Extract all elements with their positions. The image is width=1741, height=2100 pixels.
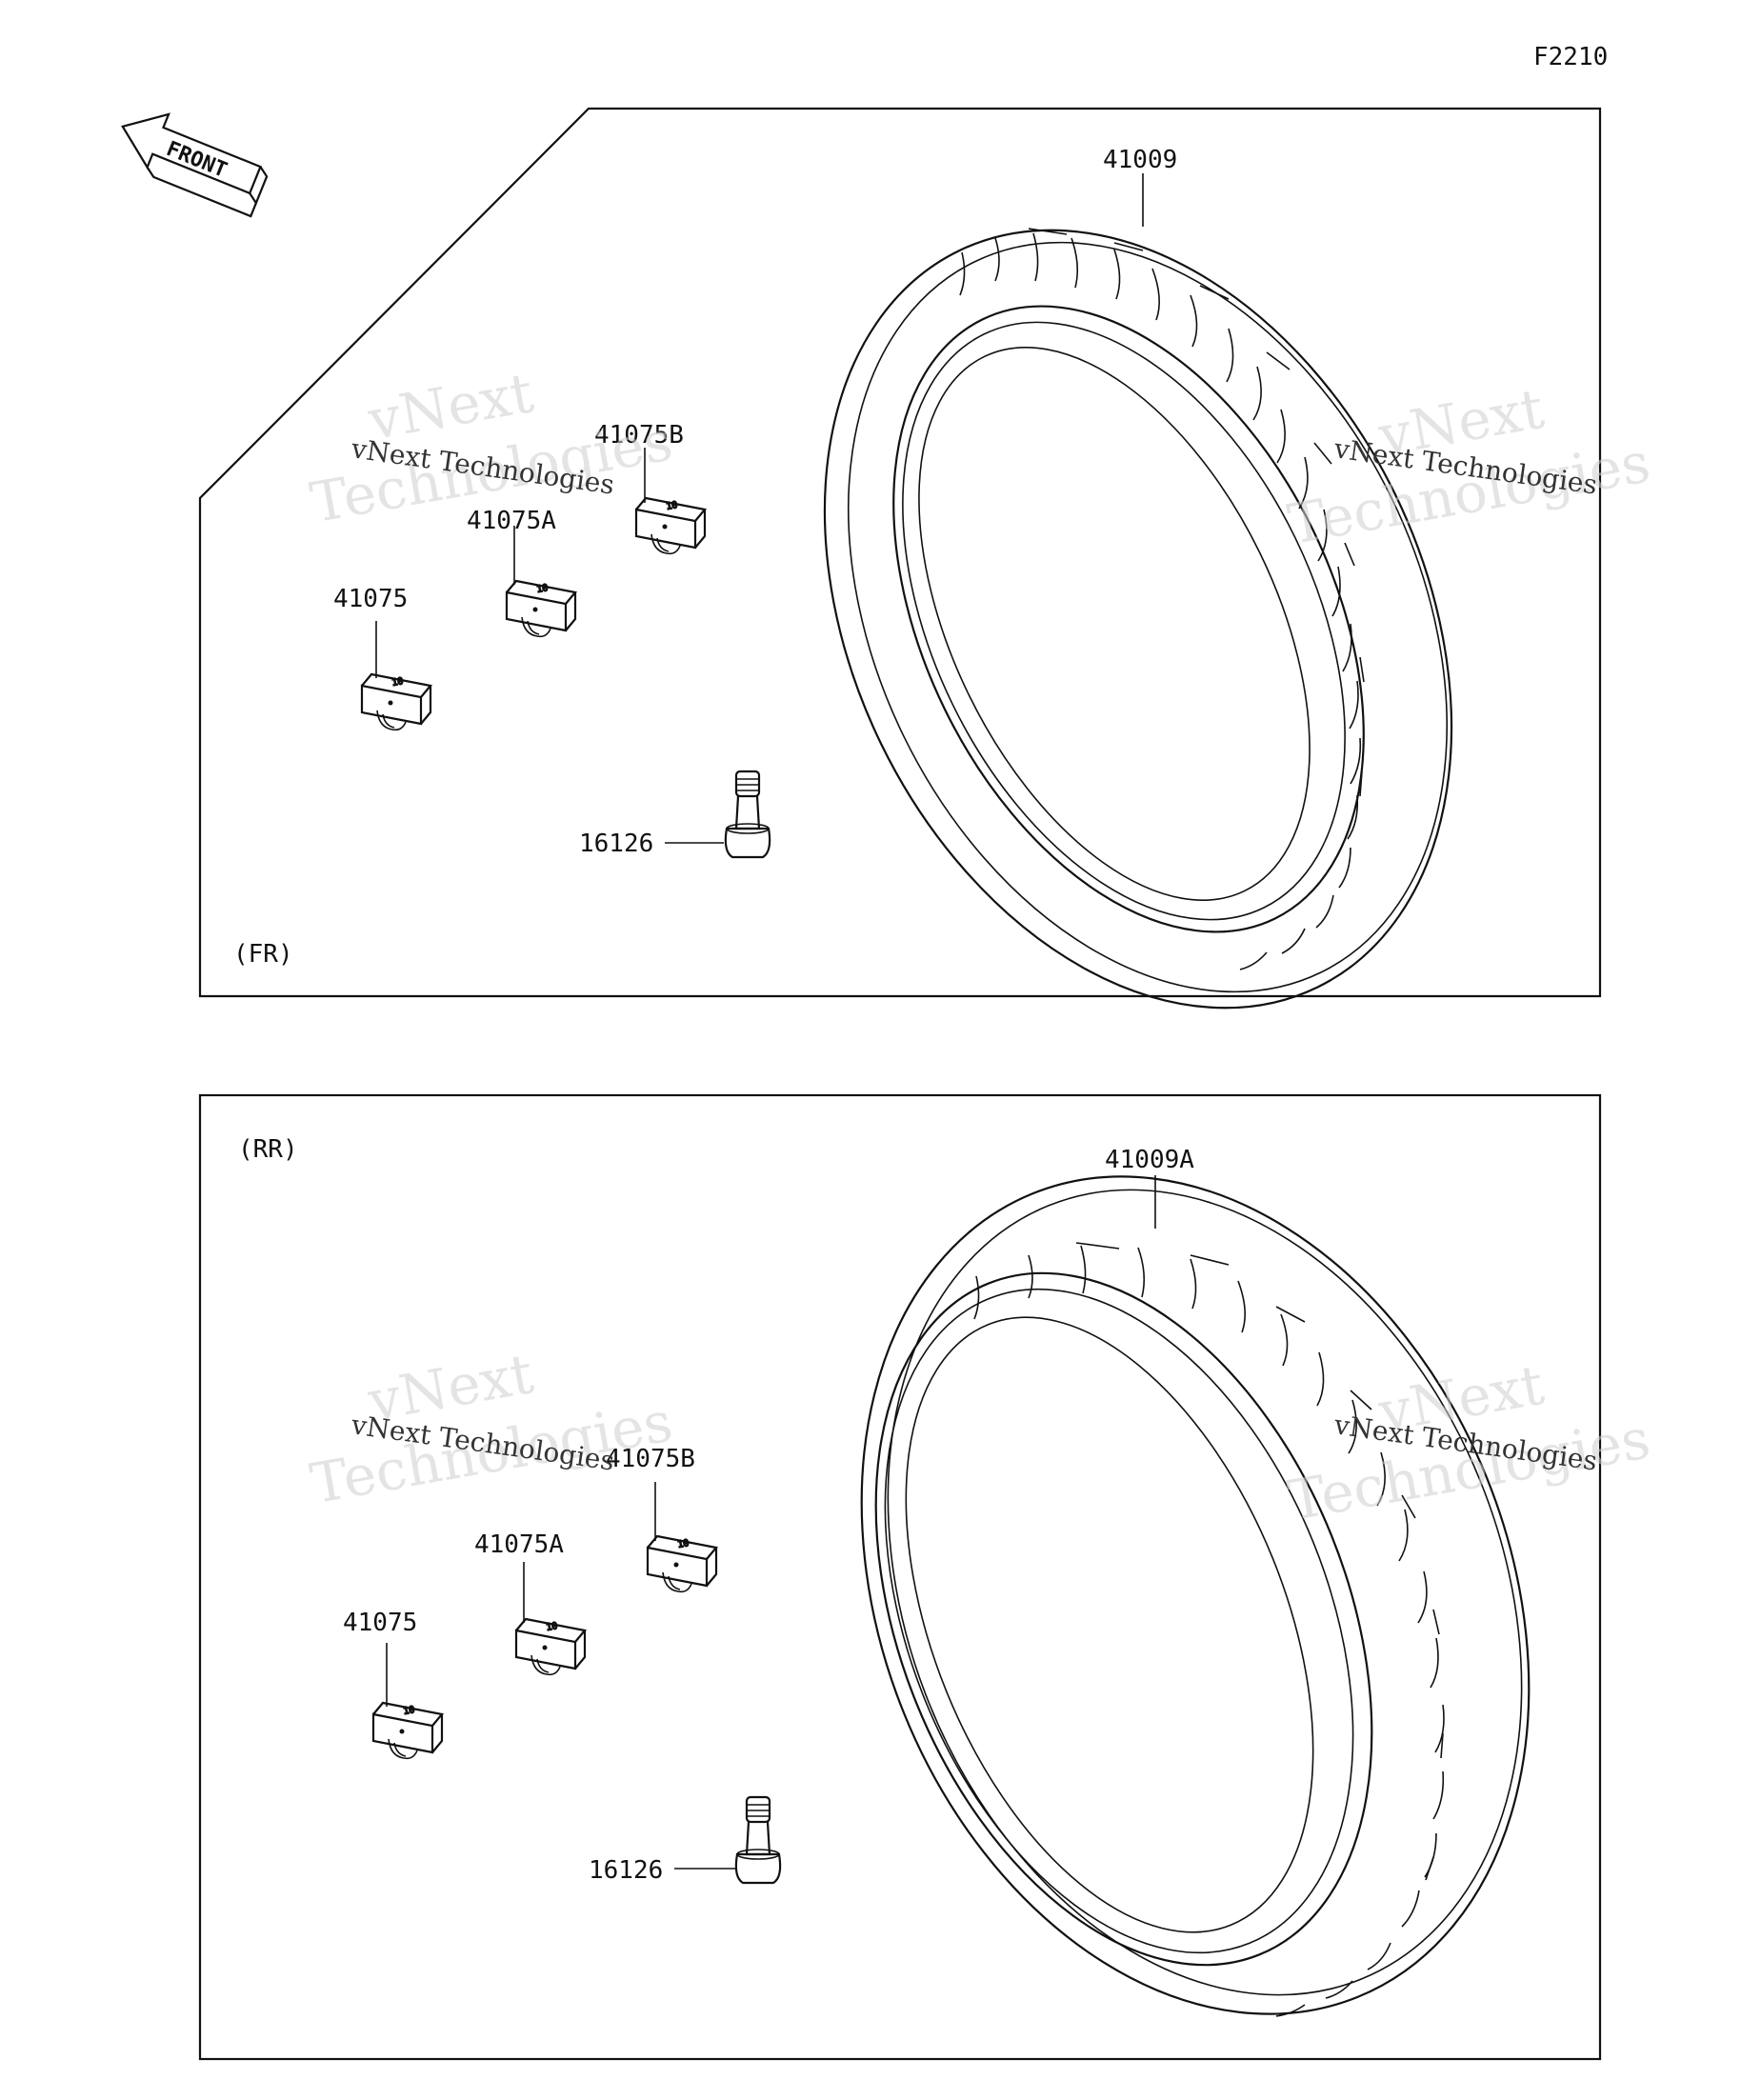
rear-weight-41075a-label: 41075A — [474, 1530, 564, 1559]
front-arrow-icon: FRONT — [121, 112, 269, 218]
rear-panel-border — [198, 1093, 1602, 2061]
rear-panel: 41009A 41075 41075A 41075B 16126 (RR) — [198, 1093, 1602, 2061]
rear-weight-41075b-label: 41075B — [606, 1445, 695, 1473]
watermark-rear-left: vNext Technologies — [306, 1341, 677, 1516]
front-arrow-label: FRONT — [163, 137, 230, 183]
rear-tire-label: 41009A — [1105, 1146, 1194, 1174]
front-tire-label: 41009 — [1103, 146, 1177, 174]
front-panel-border — [198, 107, 1602, 998]
figure-code: F2210 — [1533, 43, 1608, 71]
rear-valve: 16126 — [589, 1795, 782, 1885]
front-panel: 41009 41075 41075A 41075B 16126 (FR) — [198, 107, 1602, 1010]
front-weight-41075b: 41075B — [594, 421, 707, 555]
rear-section-label: (RR) — [238, 1135, 298, 1164]
rear-weight-41075a: 41075A — [474, 1530, 587, 1676]
front-section-label: (FR) — [233, 940, 293, 969]
front-weight-41075: 41075 — [333, 585, 432, 731]
front-weight-41075a: 41075A — [467, 507, 577, 638]
rear-weight-41075b: 41075B — [606, 1445, 718, 1593]
front-valve-label: 16126 — [579, 830, 653, 858]
rear-tire — [860, 1175, 1531, 2017]
watermark-front-left: vNext Technologies — [306, 360, 677, 535]
front-valve: 16126 — [579, 770, 771, 859]
rear-valve-label: 16126 — [589, 1856, 663, 1885]
rear-weight-41075-label: 41075 — [343, 1609, 417, 1637]
front-weight-41075b-label: 41075B — [594, 421, 684, 450]
front-tire — [823, 228, 1453, 1010]
front-weight-41075-label: 41075 — [333, 585, 408, 613]
front-weight-41075a-label: 41075A — [467, 507, 556, 535]
rear-weight-41075: 41075 — [343, 1609, 444, 1760]
